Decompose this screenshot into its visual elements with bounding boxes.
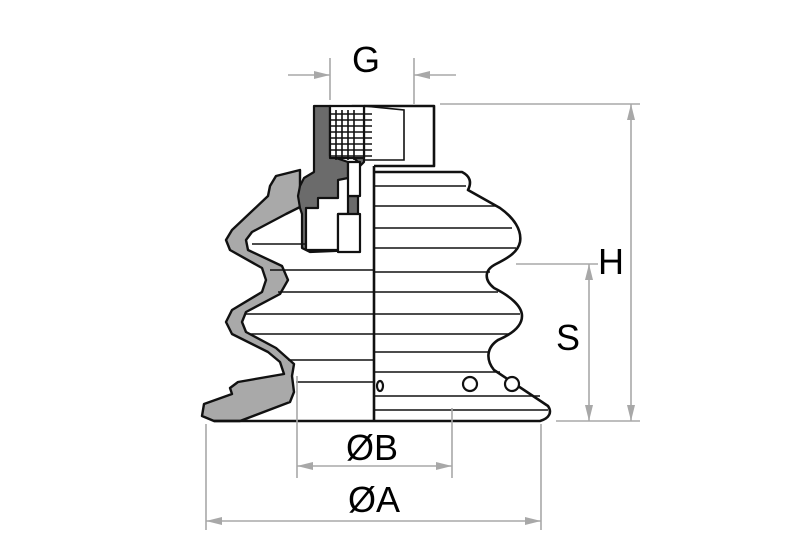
dimension-b: ØB [296,376,453,478]
dimension-a: ØA [205,424,542,530]
dimension-g: G [288,39,456,104]
bellows-outline [214,170,552,423]
thread-section [328,104,372,160]
dimension-s: S [516,263,598,421]
fitting-hex [364,104,436,168]
dimension-h: H [440,103,640,422]
cross-section-half [200,104,374,423]
dimension-h-label: H [598,241,624,282]
bellows-wall-section [200,168,308,423]
dimension-a-label: ØA [348,479,400,520]
dimension-b-label: ØB [346,427,398,468]
inner-passage [346,160,362,198]
inner-passage [336,212,362,254]
exterior-half [214,104,552,423]
dimension-s-label: S [556,317,580,358]
dimension-g-label: G [352,39,380,80]
vent-holes [375,375,521,393]
